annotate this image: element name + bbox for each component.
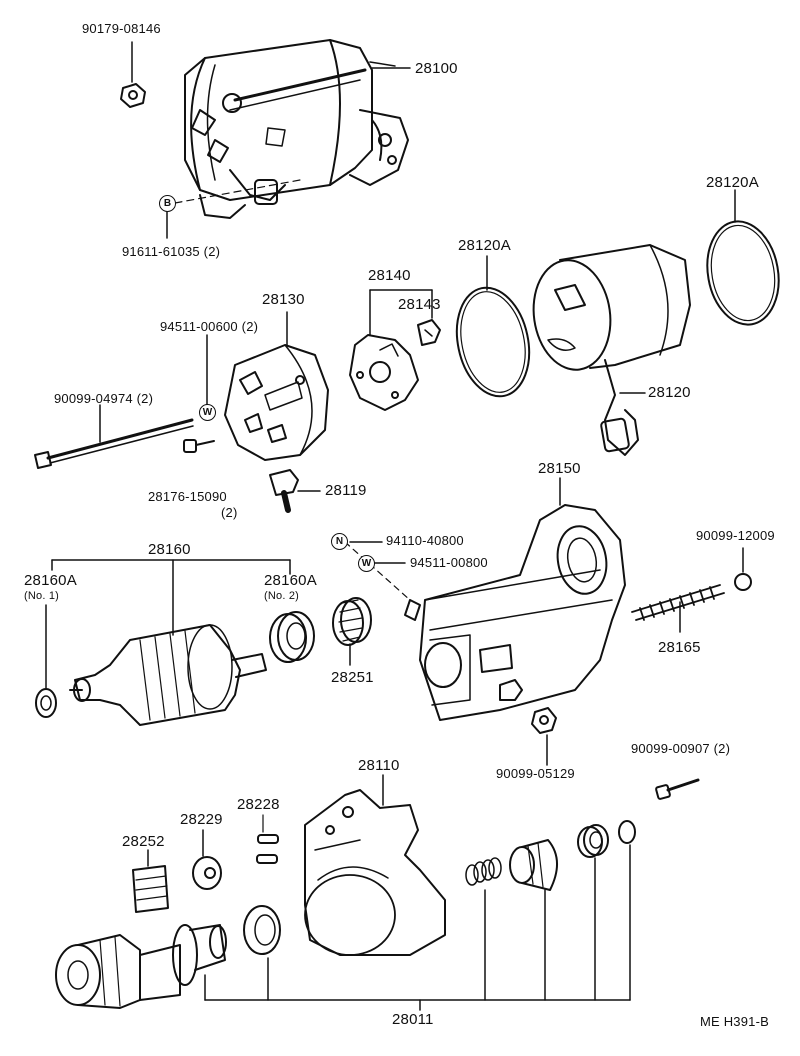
label-28251: 28251 <box>331 669 374 686</box>
label-94511-00600: 94511-00600 (2) <box>160 319 259 334</box>
label-94110-40800: 94110-40800 <box>386 533 464 548</box>
mark-b-icon: B <box>159 195 176 212</box>
retainer-28229-drawing <box>192 829 222 890</box>
label-28119: 28119 <box>325 482 367 499</box>
mark-w-icon: W <box>358 555 375 572</box>
label-28100: 28100 <box>415 60 458 77</box>
label-28110: 28110 <box>358 757 400 774</box>
label-90099-05129: 90099-05129 <box>496 766 575 781</box>
label-28160a-no1-note: (No. 1) <box>24 590 60 602</box>
ball-90099-12009-drawing <box>734 573 752 591</box>
bearing-no2-drawing <box>269 611 315 663</box>
terminal-28119-drawing <box>269 469 321 513</box>
label-94511-00800: 94511-00800 <box>410 555 488 570</box>
label-90099-12009: 90099-12009 <box>696 528 775 543</box>
starter-assembly-drawing <box>184 39 409 219</box>
label-28176-15090: 28176-15090 <box>148 489 227 504</box>
pinion-gear-drawing <box>509 839 558 891</box>
through-bolt-drawing <box>34 404 194 469</box>
yoke-28120-drawing <box>532 244 691 456</box>
armature-28160-drawing <box>69 624 267 726</box>
housing-28110-drawing <box>304 789 446 956</box>
label-28165: 28165 <box>658 639 701 656</box>
label-91611-61035: 91611-61035 (2) <box>122 244 221 259</box>
label-28228: 28228 <box>237 796 280 813</box>
mark-n-icon: N <box>331 533 348 550</box>
screw-28176-drawing <box>183 439 215 453</box>
label-28130: 28130 <box>262 291 305 308</box>
gear-28251-drawing <box>332 597 372 666</box>
label-90099-04974: 90099-04974 (2) <box>54 391 154 406</box>
mark-w-icon: W <box>199 404 216 421</box>
label-28011: 28011 <box>392 1011 434 1028</box>
label-28120a-top: 28120A <box>706 174 759 191</box>
label-90099-00907: 90099-00907 (2) <box>631 741 731 756</box>
spring-28165-drawing <box>631 584 725 633</box>
nut-90179-08146-drawing <box>120 41 146 108</box>
label-28176-qty: (2) <box>221 505 238 520</box>
label-28229: 28229 <box>180 811 223 828</box>
stop-collar-drawing <box>577 824 609 858</box>
label-28150: 28150 <box>538 460 581 477</box>
gear-28252-drawing <box>132 849 169 913</box>
label-28160a-no2: 28160A <box>264 572 317 589</box>
label-28160a-no1: 28160A <box>24 572 77 589</box>
magnet-switch-28150-drawing <box>404 504 626 721</box>
label-28160: 28160 <box>148 541 191 558</box>
reference-code: ME H391-B <box>700 1014 769 1029</box>
small-spring-drawing <box>465 857 502 886</box>
bearing-no1-drawing <box>35 604 57 718</box>
brush-holder-28140-drawing <box>349 334 419 411</box>
clutch-28011-drawing <box>55 924 227 1009</box>
callout-28011-bracket <box>204 844 631 1011</box>
label-28143: 28143 <box>398 296 441 313</box>
label-28252: 28252 <box>122 833 165 850</box>
label-28120: 28120 <box>648 384 691 401</box>
brush-spring-28143-drawing <box>417 319 441 346</box>
end-frame-28130-drawing <box>224 344 329 461</box>
snap-ring-drawing <box>618 820 636 844</box>
seal-drawing <box>243 905 281 955</box>
label-28160a-no2-note: (No. 2) <box>264 590 300 602</box>
nut-90099-05129-drawing <box>531 707 557 766</box>
label-28120a-mid: 28120A <box>458 237 511 254</box>
pins-28228-drawing <box>256 814 279 864</box>
label-28140: 28140 <box>368 267 411 284</box>
bolt-90099-00907-drawing <box>655 778 700 800</box>
label-90179-08146: 90179-08146 <box>82 21 161 36</box>
